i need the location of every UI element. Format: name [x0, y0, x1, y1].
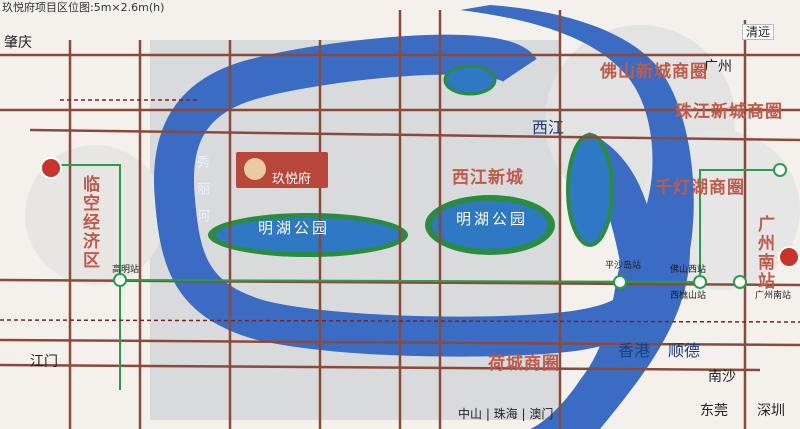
guangzhou-south-pin-icon: [778, 246, 800, 268]
city-guangzhou: 广州: [704, 59, 732, 75]
project-logo-icon: [244, 158, 266, 180]
airport-pin-icon: [40, 157, 62, 179]
river-label-xiangang: 香港: [618, 341, 651, 360]
project-marker[interactable]: 玖悦府: [236, 152, 328, 188]
metro-lines: [48, 164, 780, 390]
city-nansha: 南沙: [708, 369, 736, 385]
xijiang-river: [460, 5, 694, 429]
station-pingsha: 平沙岛站: [605, 261, 642, 271]
city-shenzhen: 深圳: [757, 403, 785, 419]
zone-zhujiang-new-city: 珠江新城商圈: [675, 102, 783, 122]
city-qingyuan[interactable]: 清远: [742, 24, 775, 40]
river-label-xiujiang: 秀丽河: [194, 155, 209, 236]
park-label-minghu-west: 明湖公园: [258, 219, 331, 237]
zone-guangzhou-south: 广州南站: [754, 215, 774, 291]
station-foshan-west: 佛山西站: [670, 265, 707, 275]
park-label-minghu-east: 明湖公园: [456, 210, 529, 228]
zone-qiandeng-lake: 千灯湖商圈: [655, 178, 745, 198]
river-label-xijiang: 西江: [532, 118, 565, 137]
project-name: 玖悦府: [272, 172, 312, 187]
station-guangzhou-south: 广州南站: [755, 291, 792, 301]
zone-hecheng: 荷城商圈: [488, 354, 560, 374]
zone-foshan-new-city: 佛山新城商圈: [600, 62, 708, 82]
zone-linkong: 临空经济区: [79, 175, 99, 270]
city-jiangmen: 江门: [30, 354, 58, 370]
station-gaoming: 高明站: [112, 265, 140, 275]
roads: [0, 10, 800, 429]
map-title: 玖悦府项目区位图:5m×2.6m(h): [2, 1, 165, 14]
station-xiqiao: 西樵山站: [670, 291, 707, 301]
bottom-destinations: 中山 | 珠海 | 澳门: [458, 407, 554, 421]
city-zhaoqing: 肇庆: [4, 35, 32, 51]
city-dongguan: 东莞: [700, 403, 728, 419]
river-label-shunde: 顺德: [668, 341, 701, 360]
station-markers: [113, 163, 787, 289]
island-pond: [566, 133, 614, 247]
urban-zone-linkong: [25, 145, 165, 285]
rail-lines: [0, 99, 800, 323]
zone-xijiang-new-city: 西江新城: [452, 168, 524, 188]
